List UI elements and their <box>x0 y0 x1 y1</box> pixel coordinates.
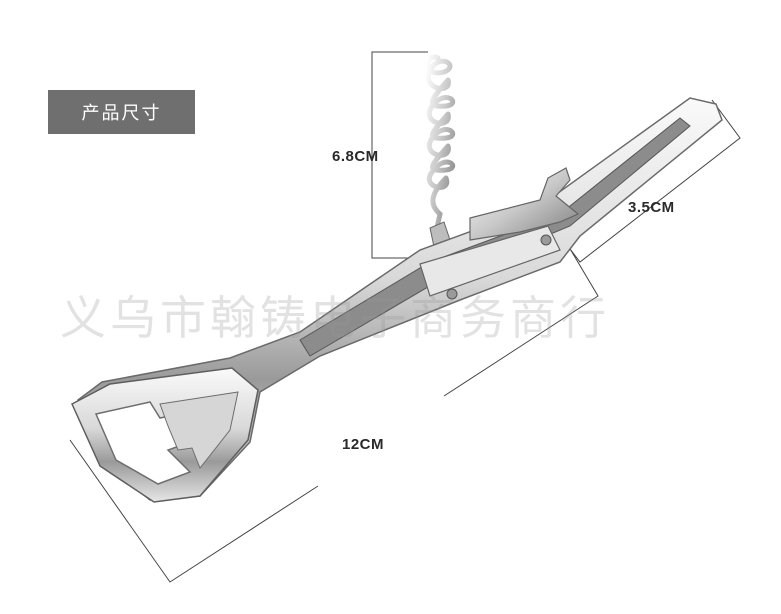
rivet-2 <box>446 288 458 300</box>
hinge-plate <box>419 225 561 297</box>
lever-arm <box>469 167 580 241</box>
length-bracket-bottom <box>69 439 319 583</box>
product-size-badge: 产品尺寸 <box>48 90 195 134</box>
width-dimension-label: 3.5CM <box>628 199 675 216</box>
handle-channel <box>299 117 691 357</box>
length-dimension-label: 12CM <box>342 436 385 453</box>
opener-lip <box>159 391 239 469</box>
length-bracket-top <box>443 241 599 397</box>
height-dimension-label: 6.8CM <box>332 148 379 165</box>
corkscrew-worm <box>425 54 456 235</box>
height-bracket <box>371 51 432 259</box>
rivet-1 <box>540 234 552 246</box>
